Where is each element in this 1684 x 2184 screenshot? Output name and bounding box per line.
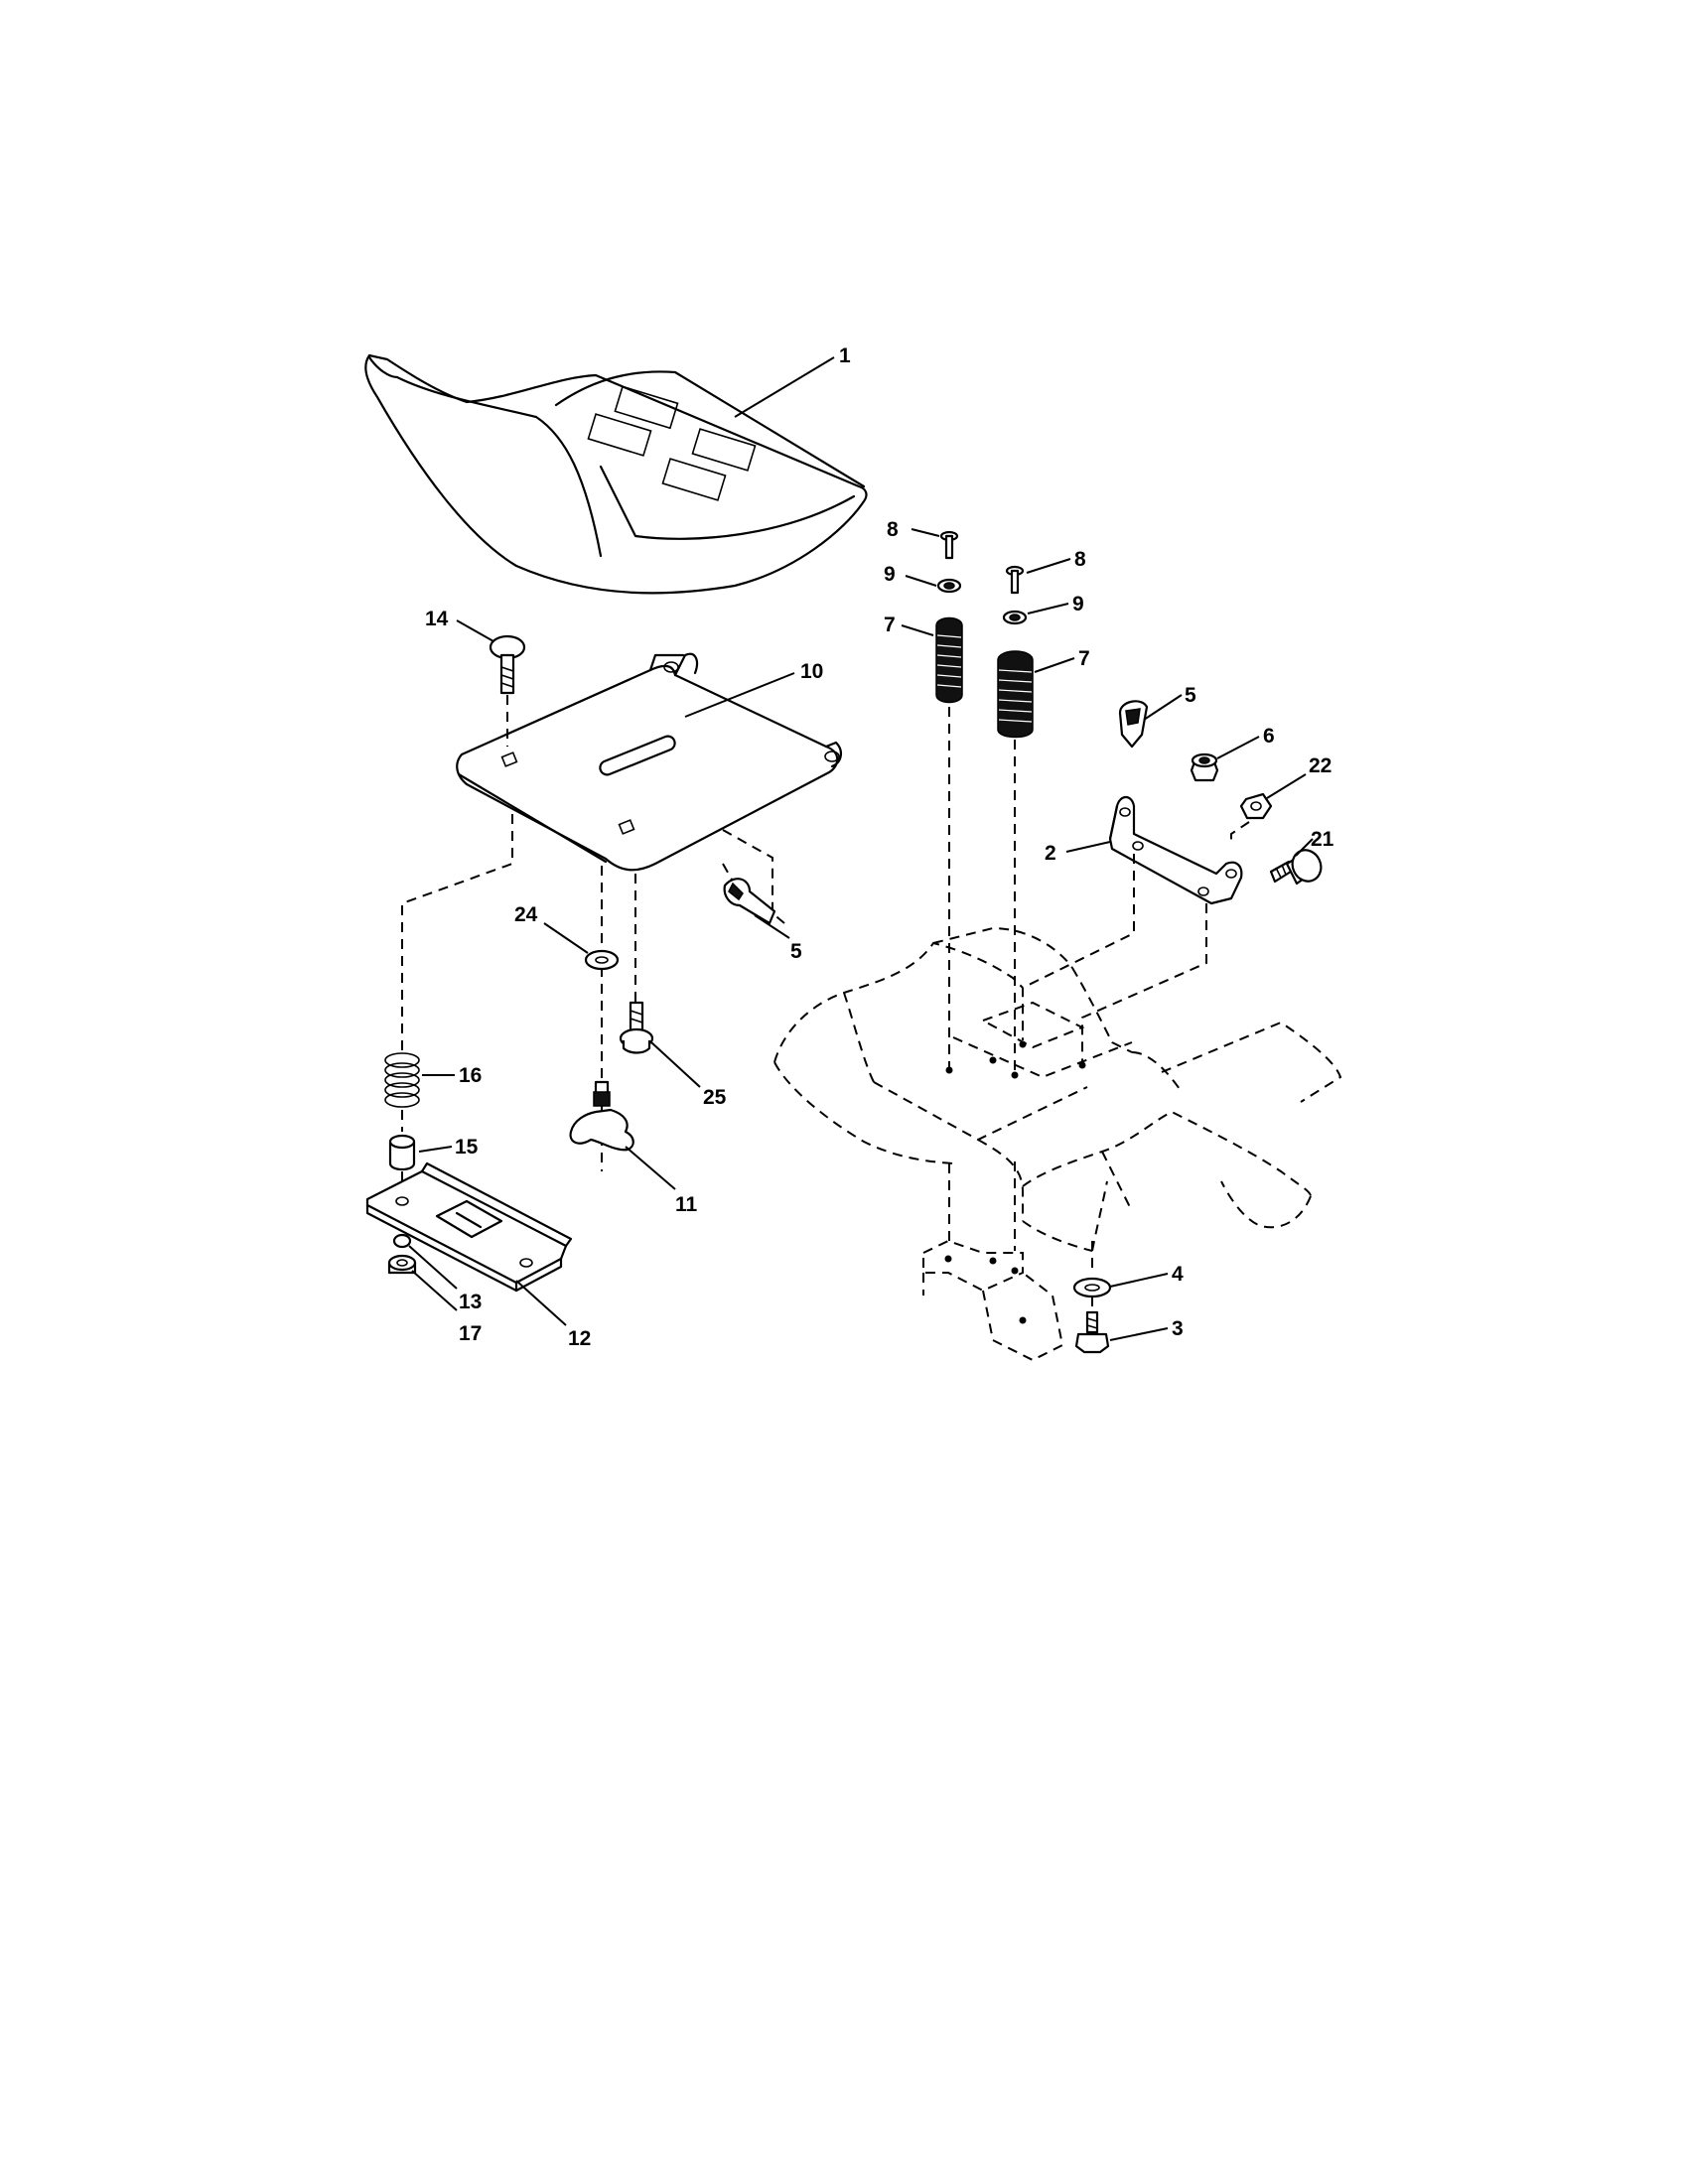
callout-7-right: 7 <box>1078 647 1090 670</box>
callout-7-left: 7 <box>884 614 896 636</box>
shoulder-bolt-part-21: 21 <box>1269 828 1334 886</box>
spring-stack-left: 8 9 7 <box>884 518 963 1067</box>
washer-part-4: 4 <box>1072 1263 1184 1312</box>
callout-17: 17 <box>459 1322 482 1345</box>
callout-22: 22 <box>1309 754 1332 777</box>
callout-1: 1 <box>839 344 851 367</box>
callout-11: 11 <box>675 1193 698 1216</box>
knob-part: 11 <box>569 1080 698 1216</box>
seat-part: 1 <box>364 344 868 595</box>
callout-24: 24 <box>514 903 538 926</box>
nut-part-6: 6 <box>1190 725 1275 782</box>
callout-6: 6 <box>1263 725 1275 748</box>
callout-3: 3 <box>1172 1317 1184 1340</box>
callout-10: 10 <box>800 660 823 683</box>
callout-9-left: 9 <box>884 563 896 586</box>
callout-9-right: 9 <box>1072 593 1084 615</box>
frame-reference-outline <box>773 926 1342 1362</box>
callout-8-left: 8 <box>887 518 899 541</box>
callout-5-upper: 5 <box>1185 684 1196 707</box>
spring-stack-right: 8 9 7 <box>997 548 1090 1072</box>
callout-12: 12 <box>568 1327 591 1350</box>
callout-4: 4 <box>1172 1263 1184 1286</box>
clip-part-lower: 5 <box>723 878 802 963</box>
spring-part: 16 <box>384 1052 482 1132</box>
callout-21: 21 <box>1311 828 1334 851</box>
nut-parts-13-17: 13 17 <box>387 1233 482 1345</box>
spacer-part: 15 <box>388 1134 479 1191</box>
bracket-part: 2 <box>1022 795 1243 1062</box>
nut-part-22: 22 <box>1230 754 1332 844</box>
callout-15: 15 <box>455 1136 479 1159</box>
callout-8-right: 8 <box>1074 548 1086 571</box>
bolt-part-3: 3 <box>1074 1310 1184 1354</box>
slide-bracket-part: 12 <box>365 1161 591 1350</box>
carriage-bolt-part: 14 <box>425 608 526 747</box>
callout-25: 25 <box>703 1086 727 1109</box>
callout-5-lower: 5 <box>790 940 802 963</box>
callout-14: 14 <box>425 608 449 630</box>
shoulder-bolt-part: 25 <box>619 1001 727 1109</box>
callout-2: 2 <box>1045 842 1056 865</box>
callout-13: 13 <box>459 1291 482 1313</box>
washer-part-24: 24 <box>514 903 620 971</box>
clip-part-upper: 5 <box>1118 684 1196 749</box>
callout-16: 16 <box>459 1064 482 1087</box>
seat-pan-part: 10 <box>456 652 842 872</box>
